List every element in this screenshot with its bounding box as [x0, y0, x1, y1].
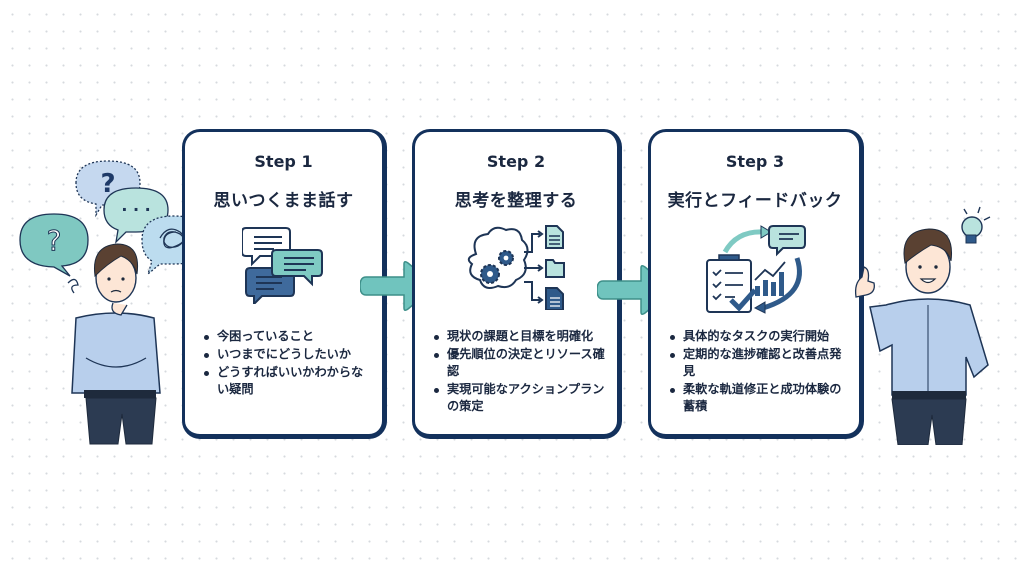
step-card-2: Step 2 思考を整理する 現状の課題と目標を明確化 優先順位の決定とリソース… — [412, 129, 622, 439]
bullet-item: 現状の課題と目標を明確化 — [433, 328, 607, 345]
clipboard-feedback-cycle-icon — [706, 225, 806, 314]
brain-gears-to-documents-icon — [467, 225, 565, 310]
chat-bubbles-icon — [241, 227, 323, 304]
bullet-item: 実現可能なアクションプランの策定 — [433, 381, 607, 415]
step-label: Step 3 — [725, 152, 785, 171]
step-label: Step 2 — [486, 152, 546, 171]
confident-person-illustration — [854, 206, 991, 445]
bullet-list: 今困っていること いつまでにどうしたいか どうすればいいかわからない疑問 — [203, 328, 372, 399]
bullet-item: どうすればいいかわからない疑問 — [203, 364, 372, 398]
bullet-list: 現状の課題と目標を明確化 優先順位の決定とリソース確認 実現可能なアクションプラ… — [433, 328, 607, 416]
bullet-list: 具体的なタスクの実行開始 定期的な進捗確認と改善点発見 柔軟な軌道修正と成功体験… — [669, 328, 849, 416]
svg-text:?: ? — [47, 224, 62, 257]
step-title: 実行とフィードバック — [667, 191, 843, 211]
confused-person-illustration: ? · · · ? — [19, 160, 207, 445]
step-card-3: Step 3 実行とフィードバック 具体的なタスクの実行開始 定期的な進捗確認と… — [648, 129, 864, 439]
step-title: 思いつくまま話す — [213, 191, 354, 211]
lightbulb-icon — [961, 206, 991, 244]
bullet-item: 定期的な進捗確認と改善点発見 — [669, 346, 849, 380]
svg-text:· · ·: · · · — [121, 200, 150, 219]
question-bubble-icon: ? — [19, 213, 89, 277]
bullet-item: 柔軟な軌道修正と成功体験の蓄積 — [669, 381, 849, 415]
bullet-item: 今困っていること — [203, 328, 372, 345]
swirl-icon — [67, 278, 79, 294]
step-title: 思考を整理する — [454, 191, 578, 211]
bullet-item: 優先順位の決定とリソース確認 — [433, 346, 607, 380]
bullet-item: いつまでにどうしたいか — [203, 346, 372, 363]
step-label: Step 1 — [254, 152, 313, 171]
bullet-item: 具体的なタスクの実行開始 — [669, 328, 849, 345]
svg-text:?: ? — [100, 169, 115, 199]
step-card-1: Step 1 思いつくまま話す 今困っていること いつまでにどうしたいか どうす… — [182, 129, 387, 439]
